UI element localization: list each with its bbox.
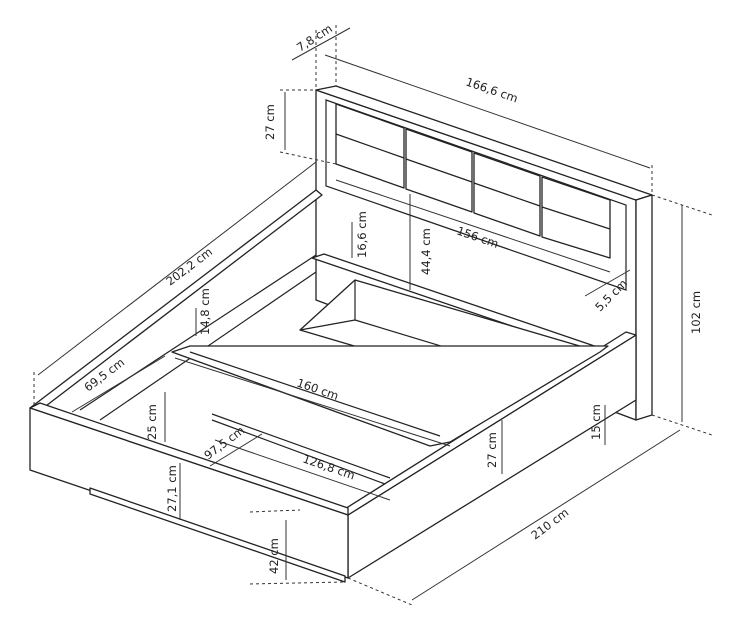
- label-leg-height: 15 cm: [589, 404, 603, 440]
- label-side-height: 27 cm: [485, 432, 499, 468]
- label-total-height: 102 cm: [689, 291, 703, 334]
- label-headboard-inner-height: 44,4 cm: [419, 228, 433, 275]
- label-headboard-width: 166,6 cm: [464, 75, 520, 106]
- label-footboard-height: 27,1 cm: [165, 465, 179, 512]
- label-storage-height: 25 cm: [145, 404, 159, 440]
- label-total-length: 210 cm: [528, 505, 571, 542]
- bed-drawing: [29, 85, 653, 583]
- label-bed-height: 42 cm: [267, 538, 281, 574]
- label-drawer-width: 97,5 cm: [201, 423, 247, 462]
- label-shelf-height: 16,6 cm: [355, 211, 369, 258]
- label-headboard-depth: 7,8 cm: [294, 21, 335, 54]
- headboard-side: [635, 194, 653, 421]
- center-beam: [171, 345, 609, 447]
- label-rail-height: 14,8 cm: [198, 288, 212, 335]
- dimension-lines: [33, 25, 713, 606]
- plinth: [89, 487, 346, 583]
- headboard-cushions: [335, 103, 611, 259]
- label-headboard-panel-height: 27 cm: [263, 104, 277, 140]
